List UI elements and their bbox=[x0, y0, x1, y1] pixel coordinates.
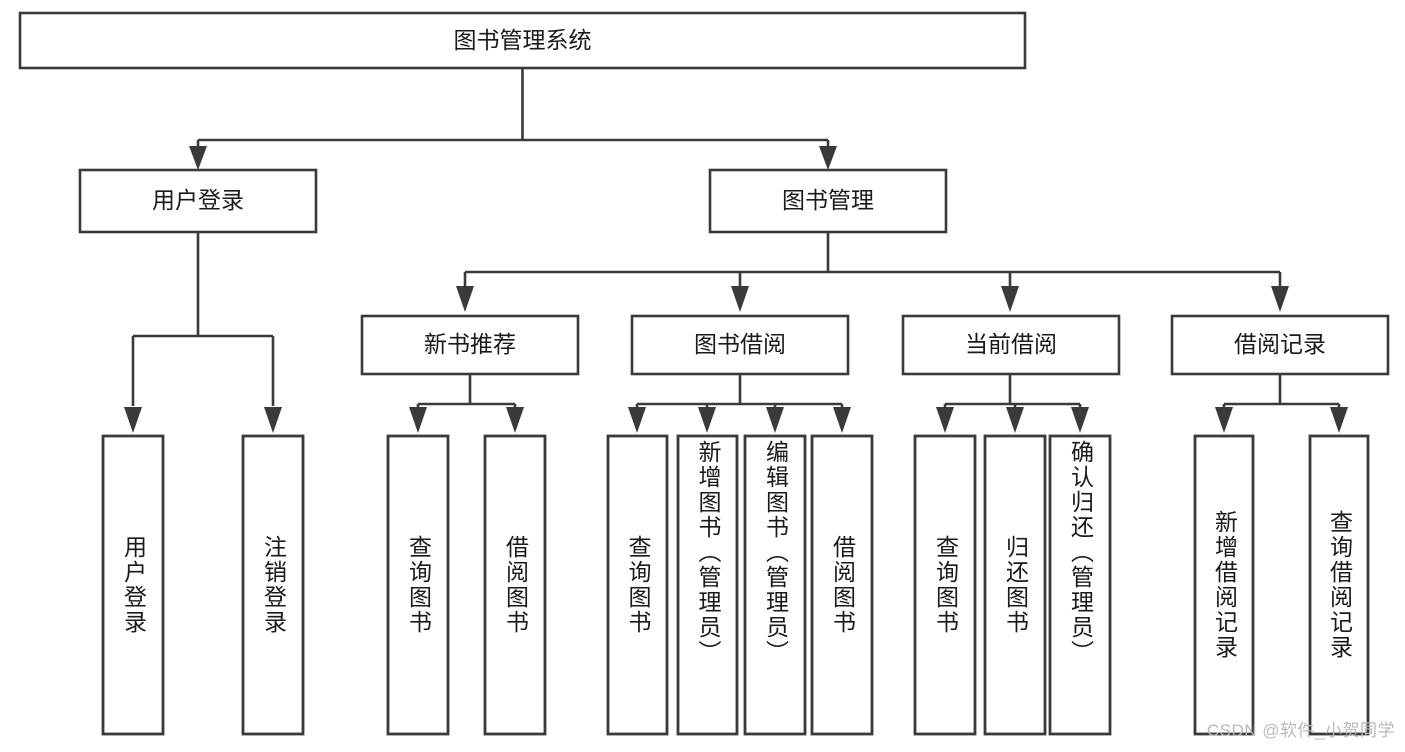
connector-group-root bbox=[189, 68, 837, 170]
node-root-label: 图书管理系统 bbox=[454, 27, 592, 53]
arrow-head-leaf-query-book-current bbox=[936, 407, 954, 433]
arrow-head-leaf-user-login bbox=[124, 407, 142, 433]
node-leaf-confirm-return-box[interactable] bbox=[1048, 434, 1112, 736]
node-leaf-query-book-current-box[interactable] bbox=[913, 434, 977, 736]
arrow-head-user-login bbox=[189, 146, 207, 170]
arrow-head-book-borrow bbox=[731, 286, 749, 312]
node-user-login-label: 用户登录 bbox=[152, 187, 244, 213]
arrow-head-book-manage bbox=[819, 146, 837, 170]
arrow-head-leaf-query-book-borrow bbox=[628, 407, 646, 433]
node-leaf-add-book-box[interactable] bbox=[676, 434, 739, 736]
node-borrow-record[interactable]: 借阅记录 bbox=[1170, 314, 1390, 376]
node-book-manage[interactable]: 图书管理 bbox=[708, 168, 948, 234]
node-book-borrow-box bbox=[630, 314, 850, 376]
node-leaf-query-book-rec-box[interactable] bbox=[386, 434, 450, 736]
connector-group-current-borrow bbox=[936, 374, 1089, 433]
node-leaf-user-login-box[interactable] bbox=[101, 434, 165, 736]
arrow-head-current-borrow bbox=[1001, 286, 1019, 312]
node-borrow-record-box bbox=[1170, 314, 1390, 376]
arrow-head-leaf-return-book bbox=[1006, 407, 1024, 433]
arrow-head-new-book-recommend bbox=[456, 286, 474, 312]
arrow-head-leaf-query-book-rec bbox=[409, 407, 427, 433]
arrow-head-leaf-query-borrow-record bbox=[1330, 407, 1348, 433]
node-root-box bbox=[18, 11, 1027, 70]
arrow-head-leaf-add-borrow-record bbox=[1215, 407, 1233, 433]
node-leaf-query-borrow-record-box[interactable] bbox=[1308, 434, 1370, 736]
node-leaf-edit-book-box[interactable] bbox=[743, 434, 807, 736]
arrow-head-leaf-confirm-return bbox=[1071, 407, 1089, 433]
arrow-head-leaf-borrow-book bbox=[833, 407, 851, 433]
connector-group-book-manage bbox=[456, 232, 1289, 312]
arrow-head-leaf-borrow-book-rec bbox=[506, 407, 524, 433]
node-leaf-user-logout-box[interactable] bbox=[241, 434, 305, 736]
node-user-login[interactable]: 用户登录 bbox=[78, 168, 318, 234]
node-current-borrow[interactable]: 当前借阅 bbox=[901, 314, 1121, 376]
node-book-manage-label: 图书管理 bbox=[782, 187, 874, 213]
node-leaf-add-borrow-record-box[interactable] bbox=[1193, 434, 1255, 736]
node-new-book-recommend-box bbox=[360, 314, 580, 376]
node-book-borrow[interactable]: 图书借阅 bbox=[630, 314, 850, 376]
connector-group-new-book-recommend bbox=[409, 374, 524, 433]
node-user-login-box bbox=[78, 168, 318, 234]
node-leaf-return-book-box[interactable] bbox=[983, 434, 1047, 736]
node-current-borrow-box bbox=[901, 314, 1121, 376]
node-new-book-recommend[interactable]: 新书推荐 bbox=[360, 314, 580, 376]
node-leaf-borrow-book-box[interactable] bbox=[810, 434, 874, 736]
arrow-head-leaf-add-book bbox=[698, 407, 716, 433]
node-leaf-borrow-book-rec-box[interactable] bbox=[483, 434, 547, 736]
node-root[interactable]: 图书管理系统 bbox=[18, 11, 1027, 70]
arrow-head-borrow-record bbox=[1271, 286, 1289, 312]
arrow-head-leaf-edit-book bbox=[766, 407, 784, 433]
node-current-borrow-label: 当前借阅 bbox=[965, 331, 1057, 357]
leaf-boxes bbox=[101, 434, 1370, 736]
connector-group-borrow-record bbox=[1215, 374, 1348, 433]
csdn-watermark: CSDN @软件_小贺同学 bbox=[1206, 721, 1395, 740]
node-new-book-recommend-label: 新书推荐 bbox=[424, 331, 516, 357]
node-book-manage-box bbox=[708, 168, 948, 234]
node-borrow-record-label: 借阅记录 bbox=[1234, 331, 1326, 357]
connector-group-book-borrow bbox=[628, 374, 851, 433]
node-leaf-query-book-borrow-box[interactable] bbox=[606, 434, 669, 736]
node-book-borrow-label: 图书借阅 bbox=[694, 331, 786, 357]
arrow-head-leaf-user-logout bbox=[264, 407, 282, 433]
connector-group-user-login bbox=[124, 232, 282, 433]
